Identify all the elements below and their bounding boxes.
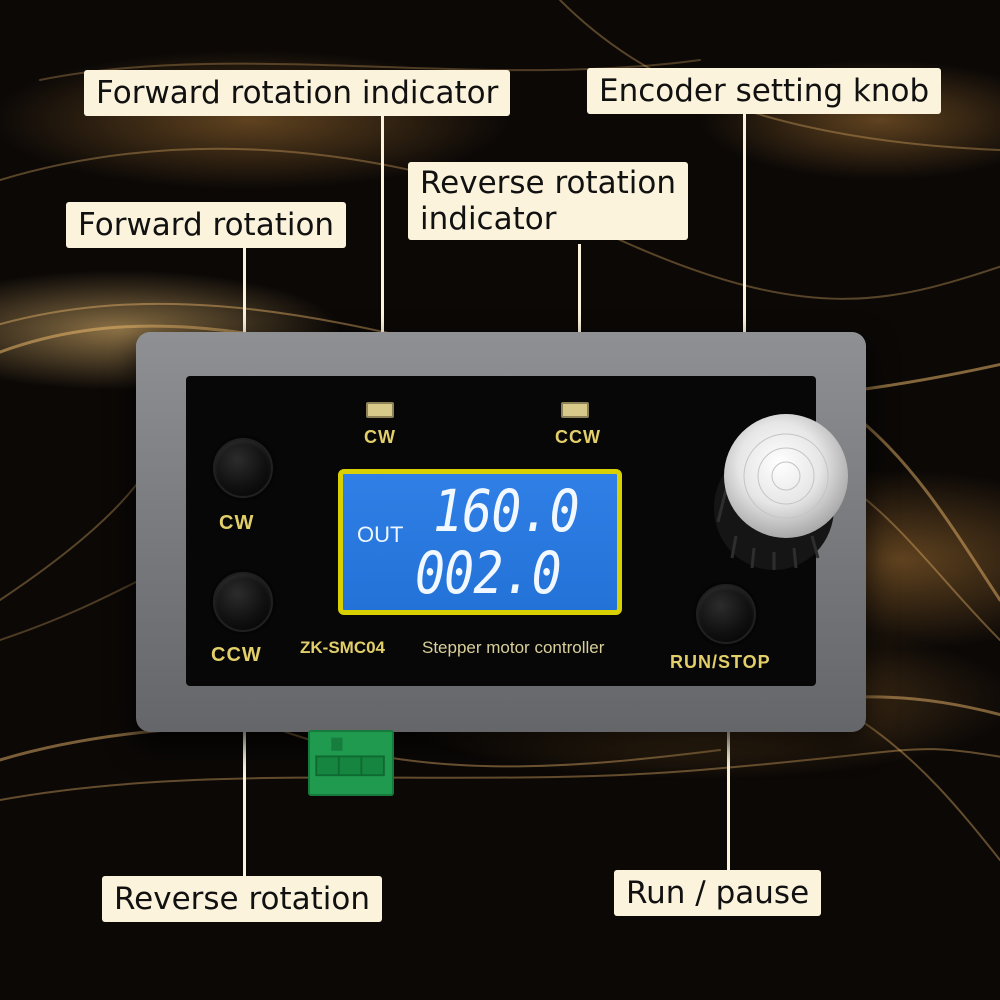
run-stop-button[interactable] (696, 584, 756, 644)
callout-reverse-indicator-line2: indicator (420, 201, 557, 237)
ccw-led-label: CCW (555, 427, 601, 447)
terminal-block (308, 730, 394, 796)
model-label: ZK-SMC04 (300, 638, 386, 657)
cw-button[interactable] (213, 438, 273, 498)
leader-encoder-knob (743, 110, 746, 400)
front-panel: CW CCW CW CCW OUT 160.0 002.0 ZK-SMC04 S… (186, 376, 848, 686)
encoder-knob-icon[interactable] (704, 410, 850, 574)
callout-run-pause: Run / pause (614, 870, 822, 916)
leader-run-pause (727, 626, 730, 872)
description-label: Stepper motor controller (422, 638, 605, 657)
cw-button-label: CW (219, 512, 255, 534)
leader-forward-indicator (381, 112, 384, 402)
stepper-controller-device: CW CCW CW CCW OUT 160.0 002.0 ZK-SMC04 S… (136, 332, 866, 796)
callout-reverse-indicator-line1: Reverse rotation (420, 165, 677, 201)
ccw-button[interactable] (213, 572, 273, 632)
callout-reverse-indicator: Reverse rotation indicator (408, 162, 689, 240)
run-stop-label: RUN/STOP (670, 652, 771, 672)
lcd-display: OUT 160.0 002.0 (338, 469, 622, 615)
callout-encoder-knob: Encoder setting knob (587, 68, 942, 114)
lcd-line-2: 002.0 (415, 539, 562, 607)
callout-reverse-rotation: Reverse rotation (102, 876, 383, 922)
callout-forward-indicator: Forward rotation indicator (84, 70, 511, 116)
lcd-mode-label: OUT (357, 522, 404, 547)
ccw-button-label: CCW (211, 644, 262, 666)
leader-reverse-rotation (243, 612, 246, 878)
callout-forward-rotation: Forward rotation (66, 202, 347, 248)
cw-led-indicator (366, 402, 394, 418)
ccw-led-indicator (561, 402, 589, 418)
cw-led-label: CW (364, 427, 396, 447)
lcd-line-1: 160.0 (433, 477, 580, 545)
leader-reverse-indicator (578, 244, 581, 402)
